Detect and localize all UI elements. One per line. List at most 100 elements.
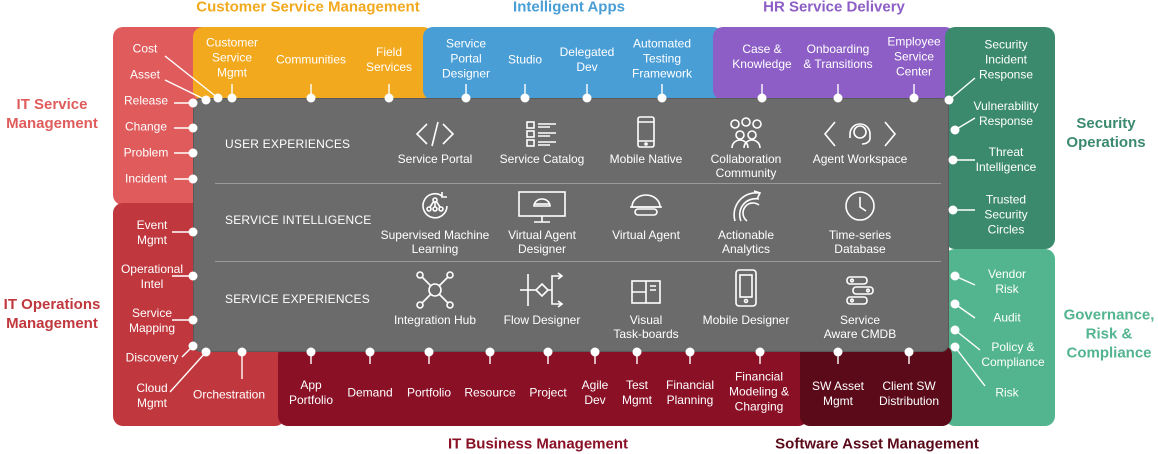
item-event-mgmt[interactable]: Event Mgmt (136, 218, 168, 247)
virtual-agent-designer-icon (518, 191, 566, 223)
connector-dot (685, 347, 695, 357)
connector-line (169, 351, 207, 393)
row-label-user-experiences: USER EXPERIENCES (225, 137, 351, 151)
collaboration-community-label[interactable]: Collaboration Community (710, 152, 782, 180)
item-orchestration[interactable]: Orchestration (192, 387, 266, 402)
item-financial-modeling[interactable]: Financial Modeling & Charging (728, 369, 790, 414)
title-itsm: IT Service Management (6, 96, 98, 132)
time-series-database-label[interactable]: Time-series Database (828, 228, 892, 256)
item-security-incident-response[interactable]: Security Incident Response (978, 37, 1034, 82)
collaboration-community-icon (730, 117, 762, 149)
connector-dot (757, 93, 767, 103)
virtual-agent-designer-label[interactable]: Virtual Agent Designer (508, 228, 576, 256)
connector-dot (188, 315, 198, 325)
connector-dot (188, 341, 198, 351)
item-portfolio[interactable]: Portfolio (406, 385, 452, 400)
item-communities[interactable]: Communities (275, 52, 347, 67)
row-divider (215, 261, 941, 262)
item-case-knowledge[interactable]: Case & Knowledge (732, 42, 792, 71)
item-release[interactable]: Release (123, 93, 169, 108)
title-grc: Governance, Risk & Compliance (1063, 306, 1155, 362)
title-customer-service: Customer Service Management (196, 0, 420, 16)
service-portal-icon (415, 121, 455, 147)
item-onboarding[interactable]: Onboarding & Transitions (803, 42, 873, 71)
item-change[interactable]: Change (124, 119, 168, 134)
connector-dot (543, 347, 553, 357)
service-portal-label[interactable]: Service Portal (397, 152, 473, 166)
supervised-learning-label[interactable]: Supervised Machine Learning (380, 228, 490, 256)
item-threat-intelligence[interactable]: Threat Intelligence (975, 145, 1037, 174)
service-catalog-label[interactable]: Service Catalog (499, 152, 585, 166)
item-demand[interactable]: Demand (347, 385, 393, 400)
service-aware-cmdb-label[interactable]: Service Aware CMDB (823, 313, 897, 341)
item-cloud-mgmt[interactable]: Cloud Mgmt (136, 381, 168, 410)
band-intelligent-apps (423, 27, 723, 100)
service-aware-cmdb-icon (846, 276, 874, 305)
flow-designer-label[interactable]: Flow Designer (503, 313, 581, 327)
flow-designer-icon (520, 272, 564, 308)
title-sam: Software Asset Management (775, 435, 979, 453)
connector-dot (188, 123, 198, 133)
item-audit[interactable]: Audit (993, 310, 1021, 325)
connector-dot (424, 347, 434, 357)
connector-dot (950, 325, 960, 335)
connector-dot (201, 347, 211, 357)
mobile-designer-label[interactable]: Mobile Designer (702, 313, 790, 327)
connector-dot (632, 347, 642, 357)
connector-dot (833, 347, 843, 357)
connector-line (164, 55, 219, 99)
item-test-mgmt[interactable]: Test Mgmt (622, 378, 652, 407)
item-vulnerability-response[interactable]: Vulnerability Response (973, 99, 1039, 128)
agent-workspace-icon (823, 121, 897, 147)
item-operational-intel[interactable]: Operational Intel (120, 262, 184, 291)
item-service-mapping[interactable]: Service Mapping (128, 306, 176, 335)
item-employee-service-center[interactable]: Employee Service Center (887, 34, 941, 79)
item-delegated-dev[interactable]: Delegated Dev (559, 45, 615, 74)
connector-dot (904, 347, 914, 357)
visual-task-boards-label[interactable]: Visual Task-boards (613, 313, 679, 341)
item-incident[interactable]: Incident (124, 171, 168, 186)
item-app-portfolio[interactable]: App Portfolio (288, 378, 334, 407)
item-cost[interactable]: Cost (132, 41, 158, 56)
item-financial-planning[interactable]: Financial Planning (665, 378, 715, 407)
item-agile-dev[interactable]: Agile Dev (581, 378, 609, 407)
item-field-services[interactable]: Field Services (365, 45, 413, 74)
item-client-sw-distribution[interactable]: Client SW Distribution (878, 379, 940, 408)
item-vendor-risk[interactable]: Vendor Risk (987, 267, 1027, 296)
item-discovery[interactable]: Discovery (125, 350, 179, 365)
item-resource[interactable]: Resource (464, 385, 516, 400)
integration-hub-label[interactable]: Integration Hub (393, 313, 477, 327)
connector-dot (188, 148, 198, 158)
connector-dot (657, 93, 667, 103)
connector-dot (237, 347, 247, 357)
item-customer-service-mgmt[interactable]: Customer Service Mgmt (205, 35, 259, 80)
item-policy-compliance[interactable]: Policy & Compliance (981, 340, 1045, 369)
band-itbm (278, 345, 808, 426)
virtual-agent-label[interactable]: Virtual Agent (612, 228, 680, 242)
connector-dot (188, 227, 198, 237)
title-security-ops: Security Operations (1066, 115, 1146, 151)
connector-dot (950, 299, 960, 309)
visual-task-boards-icon (631, 280, 661, 304)
mobile-designer-icon (735, 269, 757, 307)
item-project[interactable]: Project (529, 385, 567, 400)
item-asset[interactable]: Asset (129, 67, 161, 82)
agent-workspace-label[interactable]: Agent Workspace (812, 152, 908, 166)
row-divider (215, 183, 941, 184)
service-catalog-icon (526, 121, 556, 147)
platform-panel (193, 98, 949, 352)
item-studio[interactable]: Studio (507, 52, 543, 67)
connector-dot (520, 93, 530, 103)
item-service-portal-designer[interactable]: Service Portal Designer (441, 36, 491, 81)
item-trusted-security-circles[interactable]: Trusted Security Circles (984, 192, 1028, 237)
item-problem[interactable]: Problem (123, 145, 169, 160)
connector-dot (213, 93, 223, 103)
item-risk[interactable]: Risk (995, 385, 1019, 400)
mobile-native-label[interactable]: Mobile Native (609, 152, 683, 166)
actionable-analytics-label[interactable]: Actionable Analytics (717, 228, 775, 256)
connector-dot (755, 347, 765, 357)
item-sw-asset-mgmt[interactable]: SW Asset Mgmt (811, 379, 865, 408)
item-automated-testing[interactable]: Automated Testing Framework (631, 36, 693, 81)
title-itom: IT Operations Management (3, 296, 101, 332)
